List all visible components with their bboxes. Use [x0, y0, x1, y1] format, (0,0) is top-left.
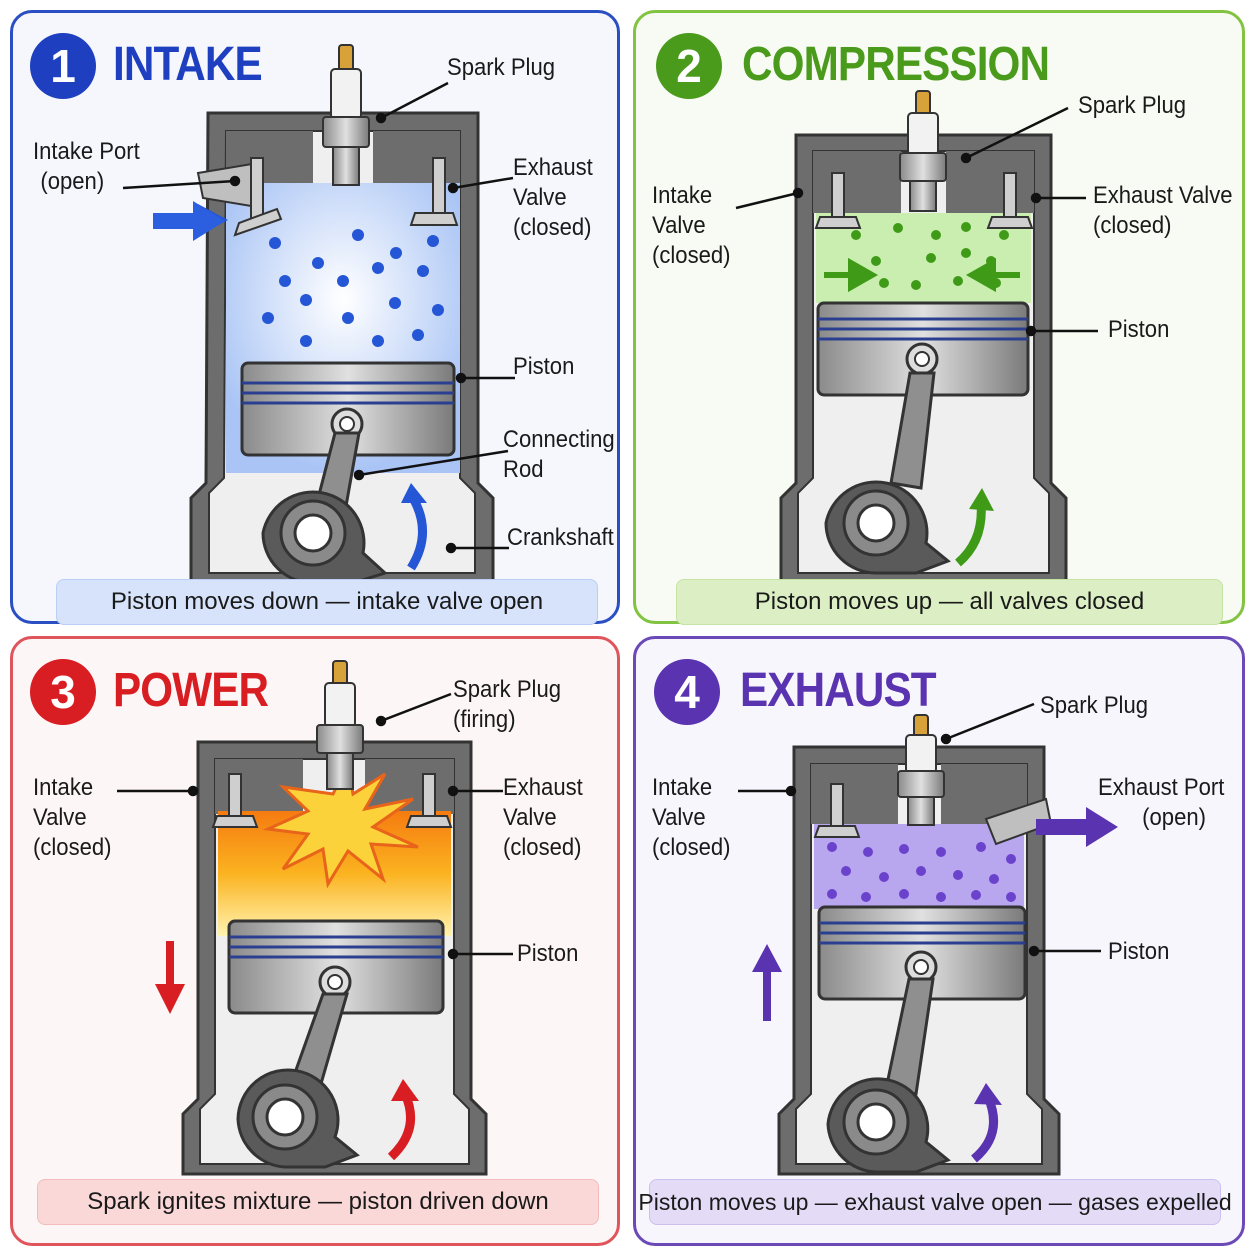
- crankshaft-icon: [824, 480, 951, 575]
- engine-diagram-intake: [122, 44, 515, 585]
- connecting-rod: [889, 371, 936, 490]
- caption: Spark ignites mixture — piston driven do…: [37, 1179, 599, 1225]
- spark-plug-icon: [316, 660, 364, 790]
- piston-label: Piston: [513, 353, 575, 380]
- caption: Piston moves up — all valves closed: [676, 579, 1223, 625]
- valve-icon: [986, 172, 1034, 229]
- exhaust-valve-label: Exhaust Valve(closed): [1093, 182, 1233, 239]
- caption: Piston moves up — exhaust valve open — g…: [638, 1179, 1232, 1225]
- spark-plug-icon: [899, 90, 947, 212]
- explosion-icon: [262, 759, 419, 889]
- piston-label: Piston: [1108, 316, 1170, 343]
- piston-icon: [240, 361, 456, 457]
- engine-diagram-exhaust: [738, 702, 1118, 1176]
- panel-title: COMPRESSION: [742, 38, 1050, 91]
- piston-label: Piston: [1108, 938, 1170, 965]
- crankshaft-icon: [261, 490, 388, 585]
- spark-plug-label: Spark Plug(firing): [453, 676, 562, 733]
- flow-arrow-icon: [965, 257, 1020, 293]
- panel-intake: 1 INTAKE Spark Plug Intake Port(open) Ex…: [10, 10, 620, 625]
- flow-arrow-icon: [824, 257, 879, 293]
- caption: Piston moves down — intake valve open: [56, 579, 598, 625]
- valve-icon: [814, 172, 862, 229]
- spark-plug-label: Spark Plug: [1078, 92, 1187, 119]
- valve-icon: [233, 157, 283, 237]
- engine-diagram-power: [117, 660, 513, 1176]
- crankshaft-icon: [826, 1077, 951, 1174]
- flow-arrow-icon: [752, 944, 782, 1021]
- valve-icon: [211, 773, 259, 828]
- panel-title: EXHAUST: [740, 664, 937, 717]
- rotation-arrow-icon: [407, 495, 427, 571]
- step-number-badge: 3: [30, 659, 96, 725]
- crankshaft-icon: [236, 1068, 360, 1169]
- flow-arrow-icon: [155, 941, 185, 1014]
- intake-port-label: Intake Port(open): [33, 138, 140, 195]
- connecting-rod: [884, 977, 935, 1096]
- air-fuel-dots: [262, 229, 444, 347]
- step-number-badge: 4: [654, 659, 720, 725]
- spark-plug-icon: [897, 714, 945, 826]
- crankshaft-label: Crankshaft: [507, 524, 614, 551]
- spark-plug-label: Spark Plug: [1040, 692, 1149, 719]
- spark-plug-icon: [322, 44, 370, 186]
- step-number-badge: 2: [656, 33, 722, 99]
- step-number-badge: 1: [30, 33, 96, 99]
- valve-icon: [405, 773, 453, 828]
- exhaust-port-label: Exhaust Port(open): [1098, 774, 1225, 831]
- piston-label: Piston: [517, 940, 579, 967]
- valve-icon: [813, 783, 861, 838]
- piston-icon: [817, 905, 1027, 1001]
- panel-title: INTAKE: [113, 38, 263, 91]
- spark-plug-label: Spark Plug: [447, 54, 556, 81]
- exhaust-gas-dots: [827, 842, 1016, 902]
- flow-arrow-icon: [1036, 807, 1118, 847]
- valve-icon: [409, 157, 459, 226]
- panel-title: POWER: [113, 664, 269, 717]
